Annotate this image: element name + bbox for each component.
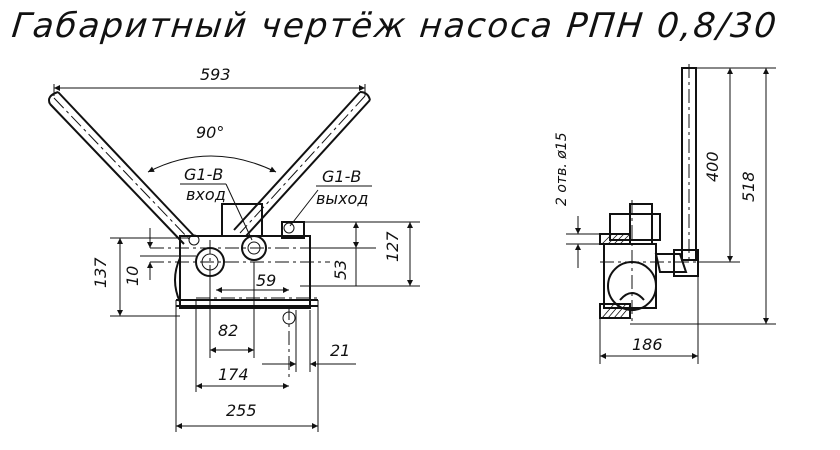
flange-hatch-top [601, 233, 631, 245]
dim-82: 82 [218, 321, 238, 340]
outlet-label: выход [316, 189, 368, 208]
left-handle [48, 91, 195, 245]
dim-255: 255 [226, 401, 257, 420]
dim-10: 10 [123, 266, 142, 286]
right-handle [233, 91, 371, 237]
dim-174: 174 [218, 365, 249, 384]
dim-186: 186 [632, 335, 663, 354]
outlet-thread-label: G1-B [322, 167, 361, 186]
inlet-thread-label: G1-B [184, 165, 223, 184]
inlet-label: вход [186, 185, 226, 204]
dim-127: 127 [383, 231, 402, 262]
dim-400: 400 [703, 151, 722, 182]
dim-21: 21 [330, 341, 350, 360]
pump-body [150, 203, 330, 380]
side-handle [681, 64, 697, 264]
dim-holes: 2 отв. ø15 [554, 132, 570, 206]
front-view: 593 90° G1-B вход G1-B выход [48, 65, 420, 432]
dim-137: 137 [91, 257, 110, 288]
side-pump-body [599, 200, 720, 324]
dim-518: 518 [739, 171, 758, 202]
flange-hatch-bottom [601, 303, 631, 319]
dim-angle-90: 90° [196, 123, 224, 142]
dim-53: 53 [331, 260, 350, 280]
dim-59: 59 [256, 271, 276, 290]
dim-593: 593 [200, 65, 231, 84]
side-view: 2 отв. ø15 400 518 186 [554, 64, 776, 364]
